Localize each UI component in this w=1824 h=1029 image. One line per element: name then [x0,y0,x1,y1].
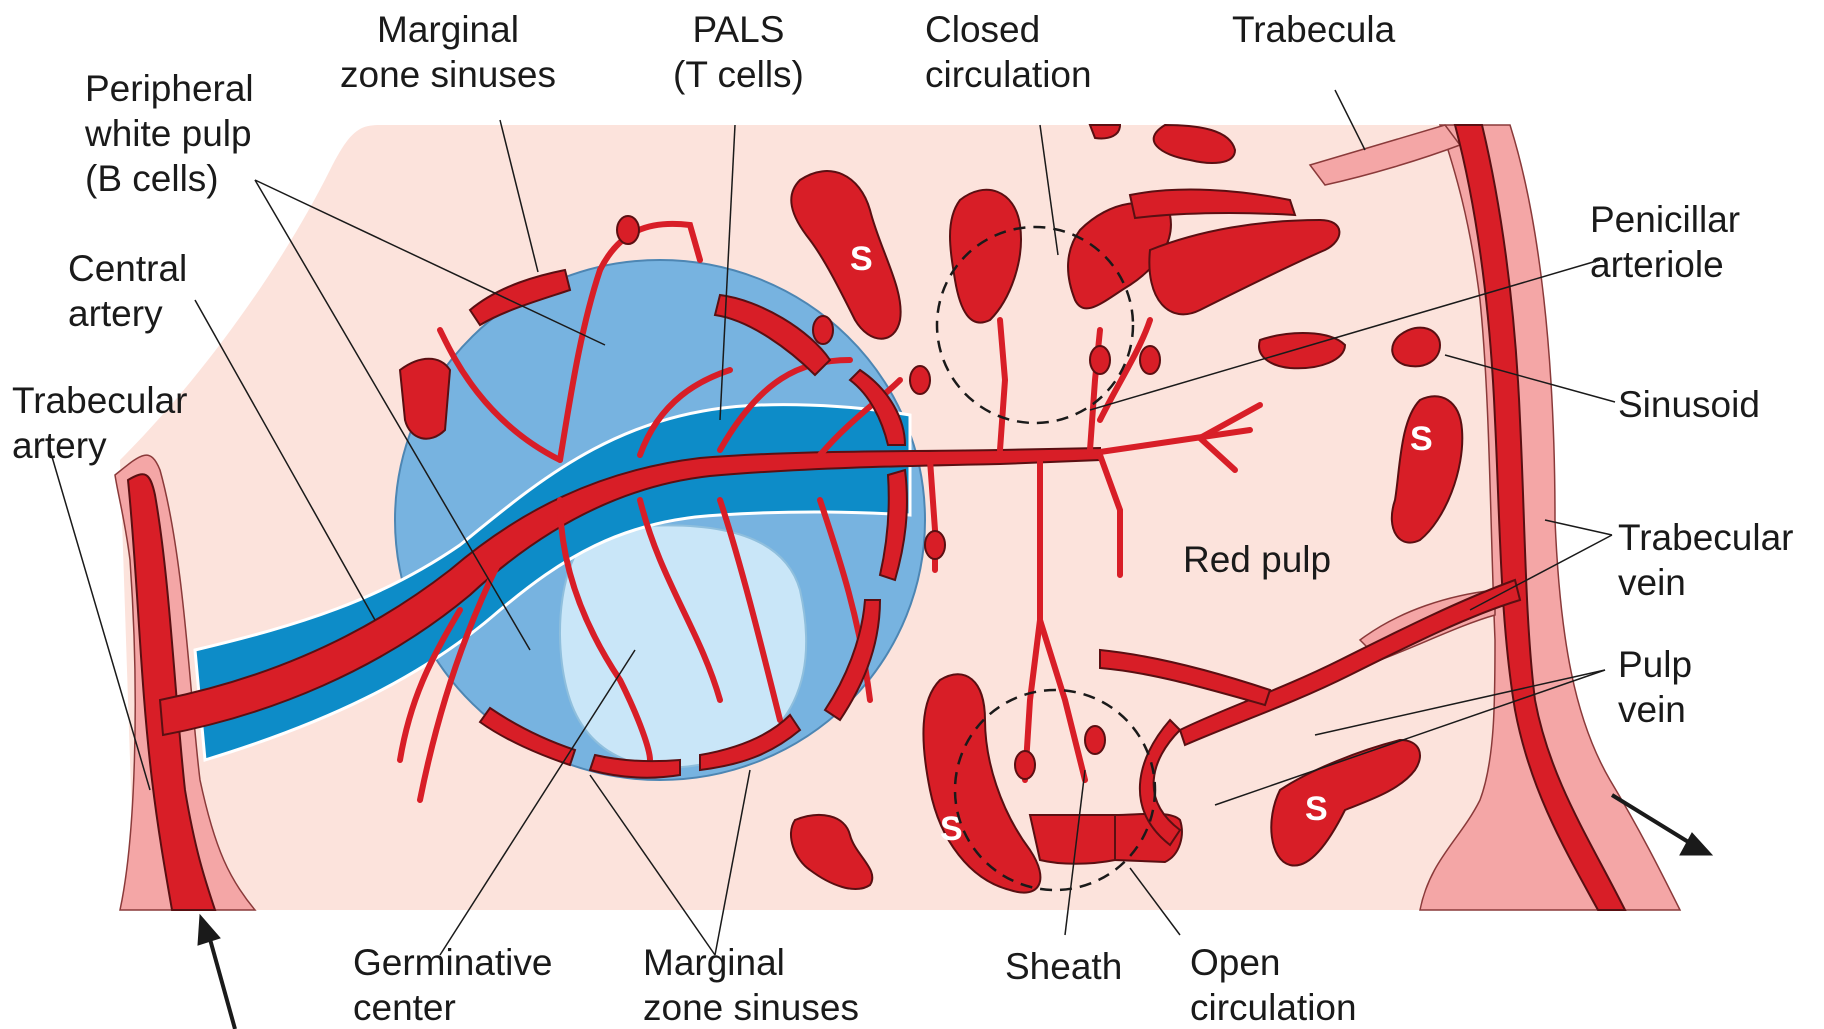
red-pulp-label: Red pulp [1183,539,1331,580]
central-artery-label: Central artery [68,246,187,336]
marginal-zone-sinuses-bottom-label: Marginal zone sinuses [643,940,859,1029]
trabecular-vein-label: Trabecular vein [1618,515,1793,605]
arterial-inflow-arrowhead [198,915,220,945]
sinus-mark-1: S [850,240,873,278]
peripheral-white-pulp-label: Peripheral white pulp (B cells) [85,66,254,201]
sheath-label: Sheath [1005,944,1122,989]
germinative-center-label: Germinative center [353,940,552,1029]
sinus-mark-4: S [1305,790,1328,828]
venous-outflow-arrowhead [1680,833,1712,855]
sinus-mark-2: S [1410,420,1433,458]
trabecula-label: Trabecula [1232,7,1395,52]
closed-circulation-label: Closed circulation [925,7,1092,97]
sinusoid-label: Sinusoid [1618,382,1760,427]
open-circulation-label: Open circulation [1190,940,1357,1029]
trabecular-artery-label: Trabecular artery [12,378,187,468]
pals-label: PALS (T cells) [673,7,804,97]
arterial-inflow-arrow [208,932,235,1029]
pulp-vein-label: Pulp vein [1618,642,1692,732]
penicillar-arteriole-label: Penicillar arteriole [1590,197,1740,287]
marginal-zone-sinuses-top-label: Marginal zone sinuses [340,7,556,97]
